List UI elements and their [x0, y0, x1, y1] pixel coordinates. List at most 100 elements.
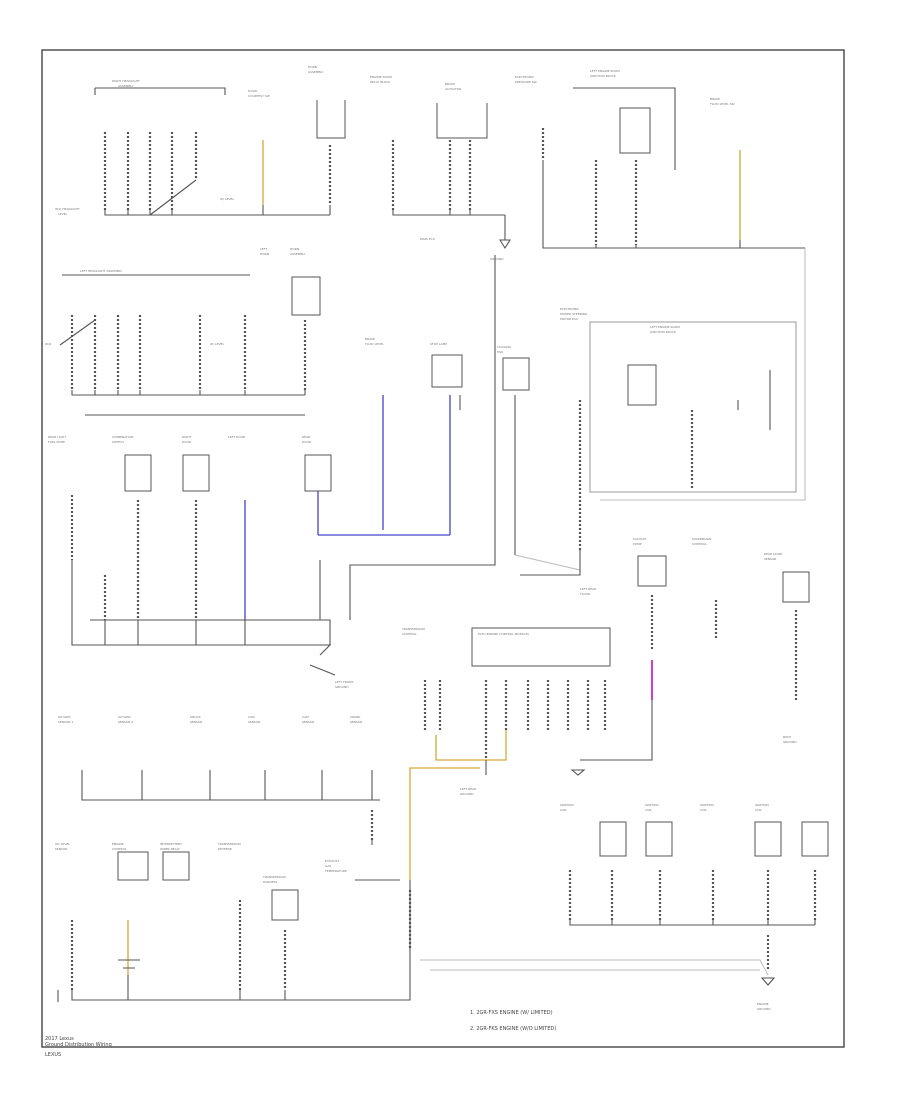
- svg-text:SENSOR: SENSOR: [302, 720, 314, 724]
- svg-text:RIGHT HEADLIGHT: RIGHT HEADLIGHT: [112, 79, 140, 83]
- footer-line-2: Ground Distribution Wiring: [45, 1042, 112, 1048]
- svg-text:JUNCTION BLOCK: JUNCTION BLOCK: [649, 330, 677, 334]
- svg-text:ELECTRONIC: ELECTRONIC: [515, 75, 534, 79]
- footer-line-1: 2017 Lexus: [45, 1036, 74, 1042]
- svg-text:GROUND: GROUND: [460, 792, 474, 796]
- svg-text:GROUND: GROUND: [783, 740, 797, 744]
- svg-text:REAR: REAR: [302, 435, 310, 439]
- svg-text:ENGINE ROOM: ENGINE ROOM: [370, 75, 392, 79]
- svg-text:OXYGEN: OXYGEN: [118, 715, 131, 719]
- svg-text:STOP LAMP: STOP LAMP: [430, 342, 447, 346]
- svg-text:RIGHT: RIGHT: [182, 435, 192, 439]
- svg-text:CONTROL: CONTROL: [692, 542, 707, 546]
- svg-text:ACTUATOR: ACTUATOR: [445, 87, 461, 91]
- svg-text:REAR LIGHT: REAR LIGHT: [48, 435, 66, 439]
- engine-room-junction: ENGINE ROOM RELAY BLOCK: [370, 75, 505, 216]
- lower-right-sensors: IGNITION COIL IGNITION COIL IGNITION COI…: [420, 803, 829, 1011]
- svg-text:GROUND: GROUND: [757, 1007, 771, 1011]
- svg-text:GROUND: GROUND: [335, 685, 349, 689]
- svg-text:PUMP: PUMP: [633, 542, 642, 546]
- svg-text:BODY: BODY: [783, 735, 792, 739]
- center-bus-wire: [85, 255, 496, 620]
- svg-text:INTERMITTENT: INTERMITTENT: [160, 842, 182, 846]
- engine-wire-harness: EXHAUST GAS TEMPERATURE: [324, 859, 412, 950]
- svg-text:LEFT REAR: LEFT REAR: [460, 787, 476, 791]
- svg-text:W/O HEADLIGHT: W/O HEADLIGHT: [55, 207, 80, 211]
- svg-text:LEVEL: LEVEL: [58, 212, 68, 216]
- svg-text:FLUID LEVEL SW: FLUID LEVEL SW: [710, 102, 735, 106]
- svg-text:ENGINE: ENGINE: [757, 1002, 769, 1006]
- svg-text:ENGINE: ENGINE: [112, 842, 124, 846]
- svg-text:COIL: COIL: [755, 808, 762, 812]
- svg-text:FAN: FAN: [497, 350, 503, 354]
- svg-text:HORN: HORN: [260, 252, 269, 256]
- svg-text:CONTROL: CONTROL: [112, 847, 127, 851]
- svg-text:EXHAUST: EXHAUST: [325, 859, 339, 863]
- svg-text:LEFT REAR: LEFT REAR: [580, 587, 596, 591]
- svg-text:COIL: COIL: [700, 808, 707, 812]
- svg-text:DOOR: DOOR: [302, 440, 311, 444]
- svg-text:IGNITION: IGNITION: [645, 803, 659, 807]
- svg-text:W/O: W/O: [45, 342, 52, 346]
- svg-text:DOOR: DOOR: [182, 440, 191, 444]
- svg-text:TRANSMISSION: TRANSMISSION: [401, 627, 425, 631]
- svg-text:COMBINATION: COMBINATION: [112, 435, 133, 439]
- svg-text:IGNITION: IGNITION: [755, 803, 769, 807]
- svg-text:IGNITION: IGNITION: [700, 803, 714, 807]
- svg-text:CONTROL: CONTROL: [402, 632, 417, 636]
- svg-text:MAIN ECU: MAIN ECU: [420, 237, 435, 241]
- svg-text:HARNESS: HARNESS: [263, 880, 277, 884]
- svg-text:TRANSMISSION: TRANSMISSION: [217, 842, 241, 846]
- svg-text:ASSEMBLY: ASSEMBLY: [290, 252, 306, 256]
- svg-text:POWER STEERING: POWER STEERING: [560, 312, 588, 316]
- svg-text:GAS: GAS: [325, 864, 331, 868]
- svg-text:KNOCK: KNOCK: [190, 715, 202, 719]
- svg-text:LEFT DOOR: LEFT DOOR: [228, 435, 245, 439]
- diagram-footer: 2017 Lexus Ground Distribution Wiring: [45, 1036, 112, 1048]
- svg-text:SENSOR: SENSOR: [55, 847, 67, 851]
- legend-note-2: 2. 2GR-FKS ENGINE (W/O LIMITED): [470, 1026, 556, 1032]
- svg-text:COURTESY SW: COURTESY SW: [248, 94, 270, 98]
- svg-text:HOOD: HOOD: [248, 89, 258, 93]
- svg-text:CRANK: CRANK: [350, 715, 361, 719]
- brake-actuator: BRAKE ACTUATOR MAIN ECU GROUND: [420, 82, 511, 261]
- svg-text:FUEL PUMP: FUEL PUMP: [48, 440, 65, 444]
- svg-text:CAM: CAM: [248, 715, 255, 719]
- svg-text:BRAKE: BRAKE: [710, 97, 720, 101]
- svg-text:BRAKE: BRAKE: [365, 337, 375, 341]
- svg-text:SENSOR 2: SENSOR 2: [118, 720, 133, 724]
- svg-text:W/ LEVEL: W/ LEVEL: [220, 197, 234, 201]
- hood-ajar-switch: HOOD COURTESY SW: [248, 89, 270, 215]
- svg-text:WIPER RELAY: WIPER RELAY: [160, 847, 180, 851]
- svg-text:SENSOR 1: SENSOR 1: [58, 720, 73, 724]
- svg-text:SENSOR: SENSOR: [350, 720, 362, 724]
- svg-text:W/ LEVEL: W/ LEVEL: [210, 342, 224, 346]
- svg-text:MOTOR ECU: MOTOR ECU: [560, 317, 578, 321]
- svg-text:ECM (ENGINE CONTROL MODULE): ECM (ENGINE CONTROL MODULE): [478, 632, 529, 636]
- diagram-legend: 1. 2GR-FXS ENGINE (W/ LIMITED) 2. 2GR-FK…: [470, 1010, 556, 1032]
- svg-text:TRANSMISSION: TRANSMISSION: [262, 875, 286, 879]
- svg-text:VACUUM: VACUUM: [633, 537, 646, 541]
- svg-text:FLOOR: FLOOR: [580, 592, 590, 596]
- svg-text:SWITCH: SWITCH: [112, 440, 124, 444]
- svg-text:SENSOR: SENSOR: [248, 720, 260, 724]
- svg-text:HORN: HORN: [308, 65, 317, 69]
- horn-left: LEFT HORN HORN ASSEMBLY: [260, 247, 321, 395]
- svg-text:SENSOR: SENSOR: [764, 557, 776, 561]
- diagram-frame: [41, 49, 845, 1048]
- rear-sensor-column: LEFT REAR FLOOR VACUUM PUMP SUSPENSION C…: [570, 537, 810, 776]
- svg-text:ELECTRONIC: ELECTRONIC: [560, 307, 579, 311]
- svg-text:TEMPERATURE: TEMPERATURE: [324, 869, 347, 873]
- svg-text:COIL: COIL: [645, 808, 652, 812]
- corner-mark: LEXUS: [45, 1052, 61, 1058]
- svg-text:LEFT ENGINE ROOM: LEFT ENGINE ROOM: [650, 325, 680, 329]
- svg-text:RELAY BLOCK: RELAY BLOCK: [370, 80, 391, 84]
- svg-text:LEFT: LEFT: [260, 247, 267, 251]
- lower-left-modules: REAR LIGHT FUEL PUMP COMBINATION SWITCH …: [48, 435, 353, 689]
- svg-text:ASSEMBLY: ASSEMBLY: [308, 70, 324, 74]
- left-headlight-cluster: LEFT HEADLIGHT ASSEMBLY W/O W/ LEVEL: [45, 269, 305, 396]
- svg-text:OIL LEVEL: OIL LEVEL: [55, 842, 70, 846]
- engine-control-module: TRANSMISSION CONTROL ECM (ENGINE CONTROL…: [401, 627, 611, 880]
- svg-text:SENSOR: SENSOR: [190, 720, 202, 724]
